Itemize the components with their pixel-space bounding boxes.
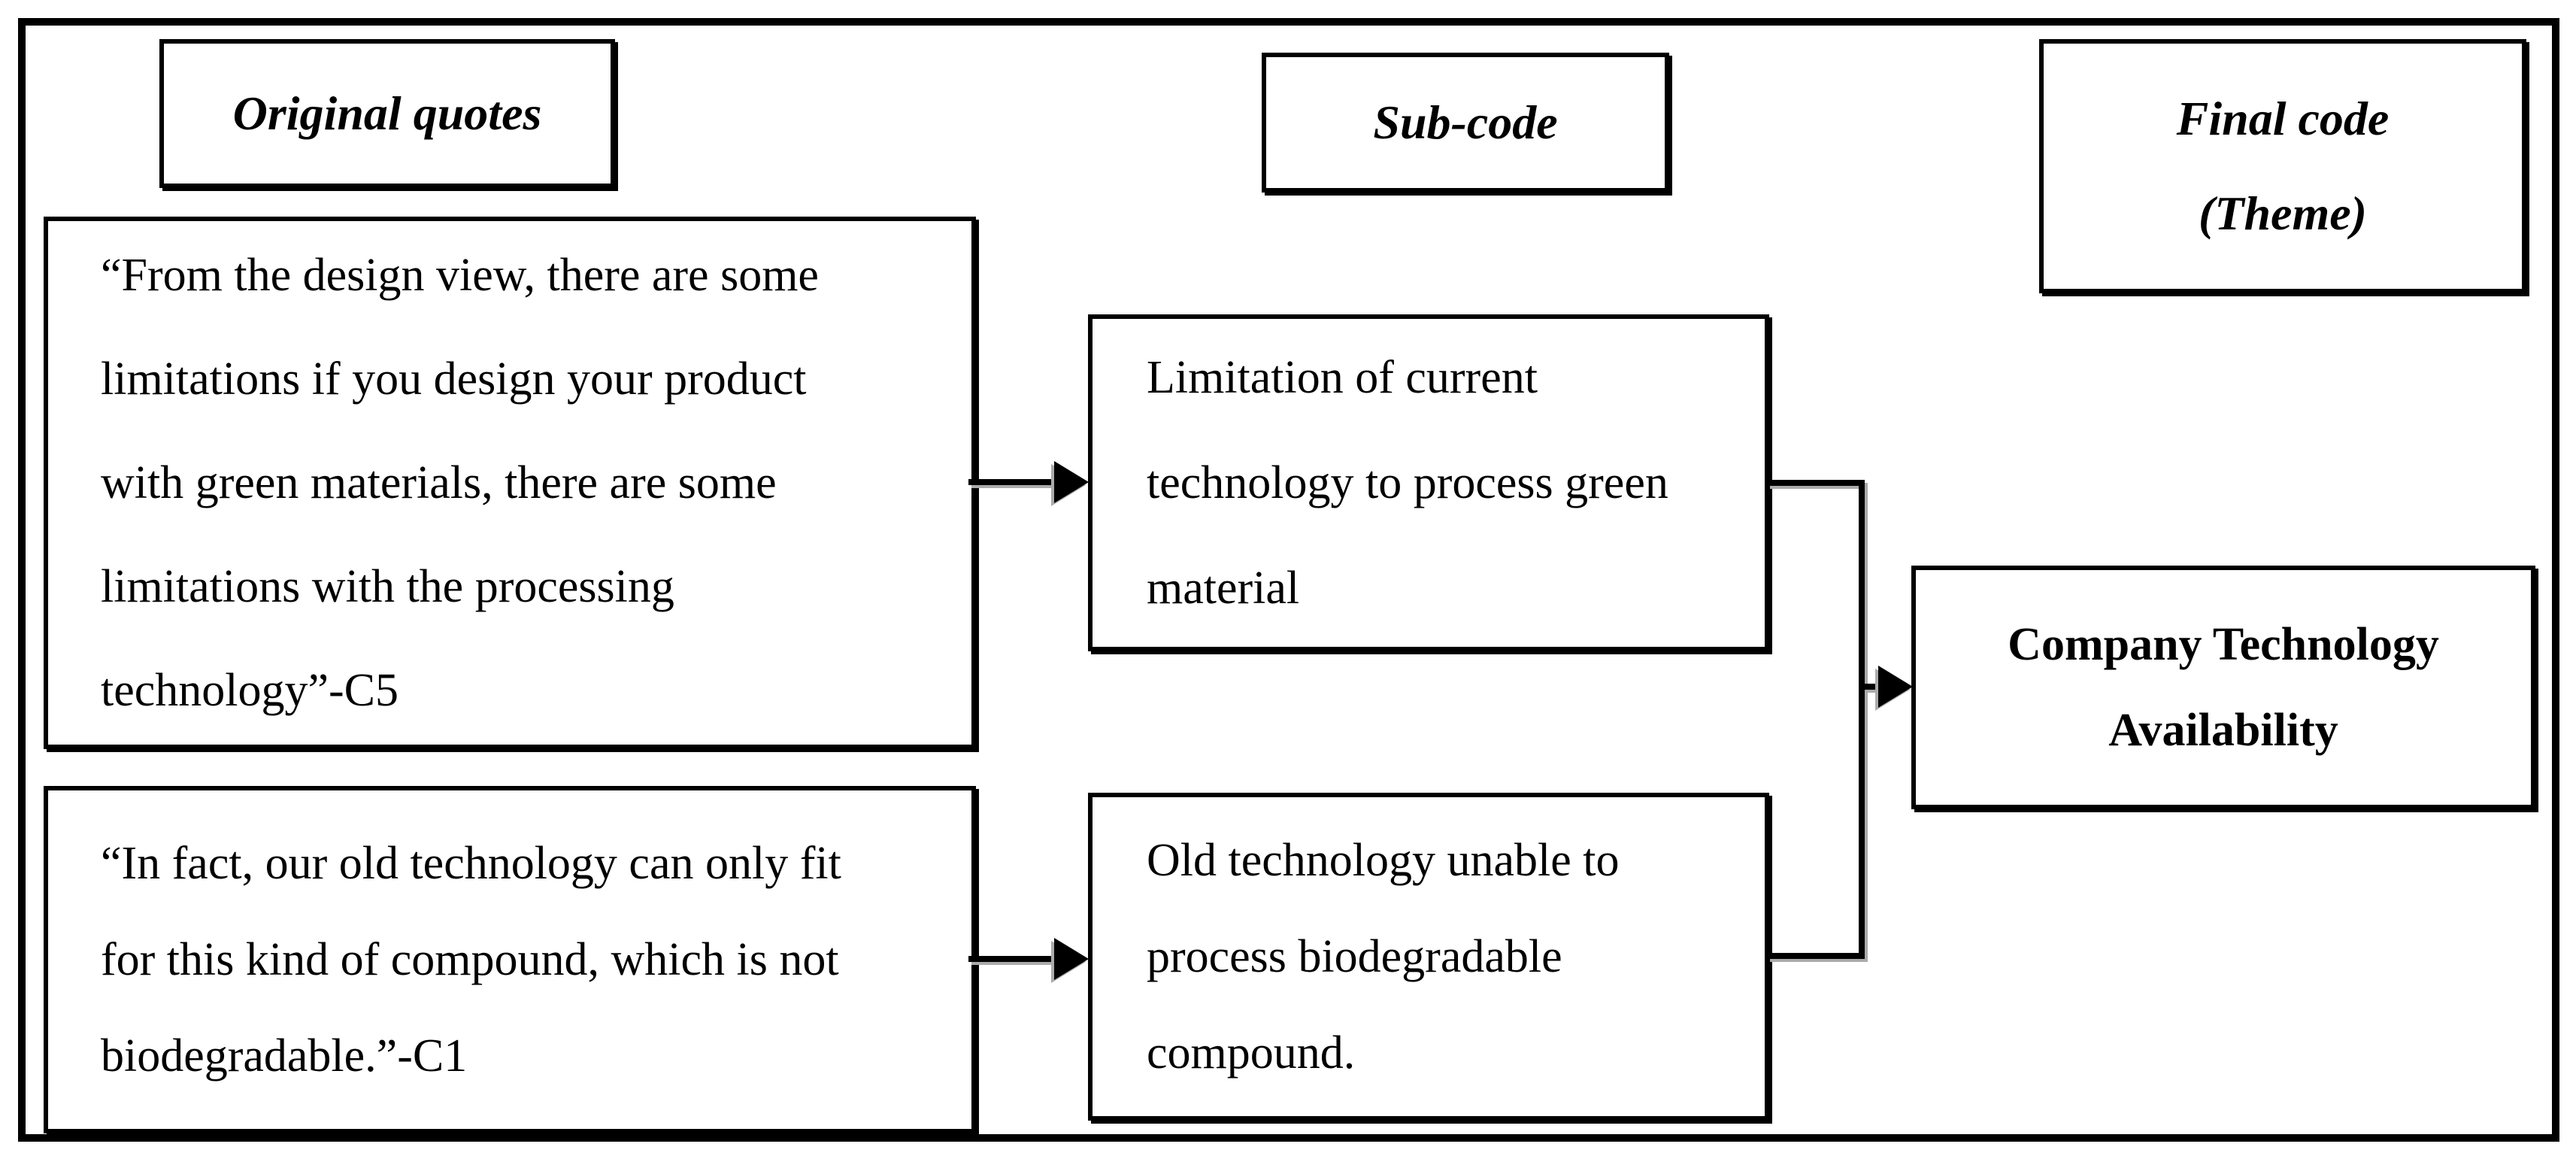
text-line: limitations with the processing [101,561,674,612]
column-header-final-code-theme: Final code (Theme) [2039,39,2526,293]
arrow-shaft-merge-to-final [1863,684,1880,690]
text-line: biodegradable.”-C1 [101,1030,468,1082]
text-line: for this kind of compound, which is not [101,934,839,985]
arrowhead-right-icon [1054,938,1089,980]
original-quote-box-c5: “From the design view, there are some lim… [44,217,976,749]
arrowhead-right-icon [1878,666,1913,708]
connector-subcode1-horizontal [1767,480,1865,486]
connector-subcode2-horizontal [1767,953,1865,959]
text-line: technology”-C5 [101,665,399,716]
text-line: Availability [2108,705,2338,756]
text-line: limitations if you design your product [101,353,807,405]
text-line: Limitation of current [1147,352,1538,403]
text-line: Company Technology [2008,619,2439,670]
arrow-shaft-quote2-to-subcode2 [968,956,1057,962]
original-quote-box-c1: “In fact, our old technology can only fi… [44,786,976,1133]
arrowhead-right-icon [1054,461,1089,503]
text-line: compound. [1147,1027,1356,1079]
sub-code-box-limitation-current-technology: Limitation of current technology to proce… [1088,314,1769,651]
text-line: technology to process green [1147,457,1668,508]
connector-merge-vertical [1859,480,1865,959]
column-header-original-quotes: Original quotes [159,39,615,188]
outer-frame [18,18,2559,1142]
text-line: Old technology unable to [1147,835,1620,886]
text-line: process biodegradable [1147,931,1562,982]
text-line: “In fact, our old technology can only fi… [101,838,841,889]
sub-code-box-old-technology: Old technology unable to process biodegra… [1088,793,1769,1121]
text-line: Sub-code [1373,96,1558,149]
arrow-shaft-quote1-to-subcode1 [968,479,1057,485]
column-header-sub-code: Sub-code [1262,53,1669,193]
text-line: “From the design view, there are some [101,250,819,301]
text-line: Final code [2176,92,2390,145]
text-line: with green materials, there are some [101,457,777,508]
text-line: material [1147,563,1300,614]
text-line: (Theme) [2199,187,2367,240]
text-line: Original quotes [232,86,542,140]
